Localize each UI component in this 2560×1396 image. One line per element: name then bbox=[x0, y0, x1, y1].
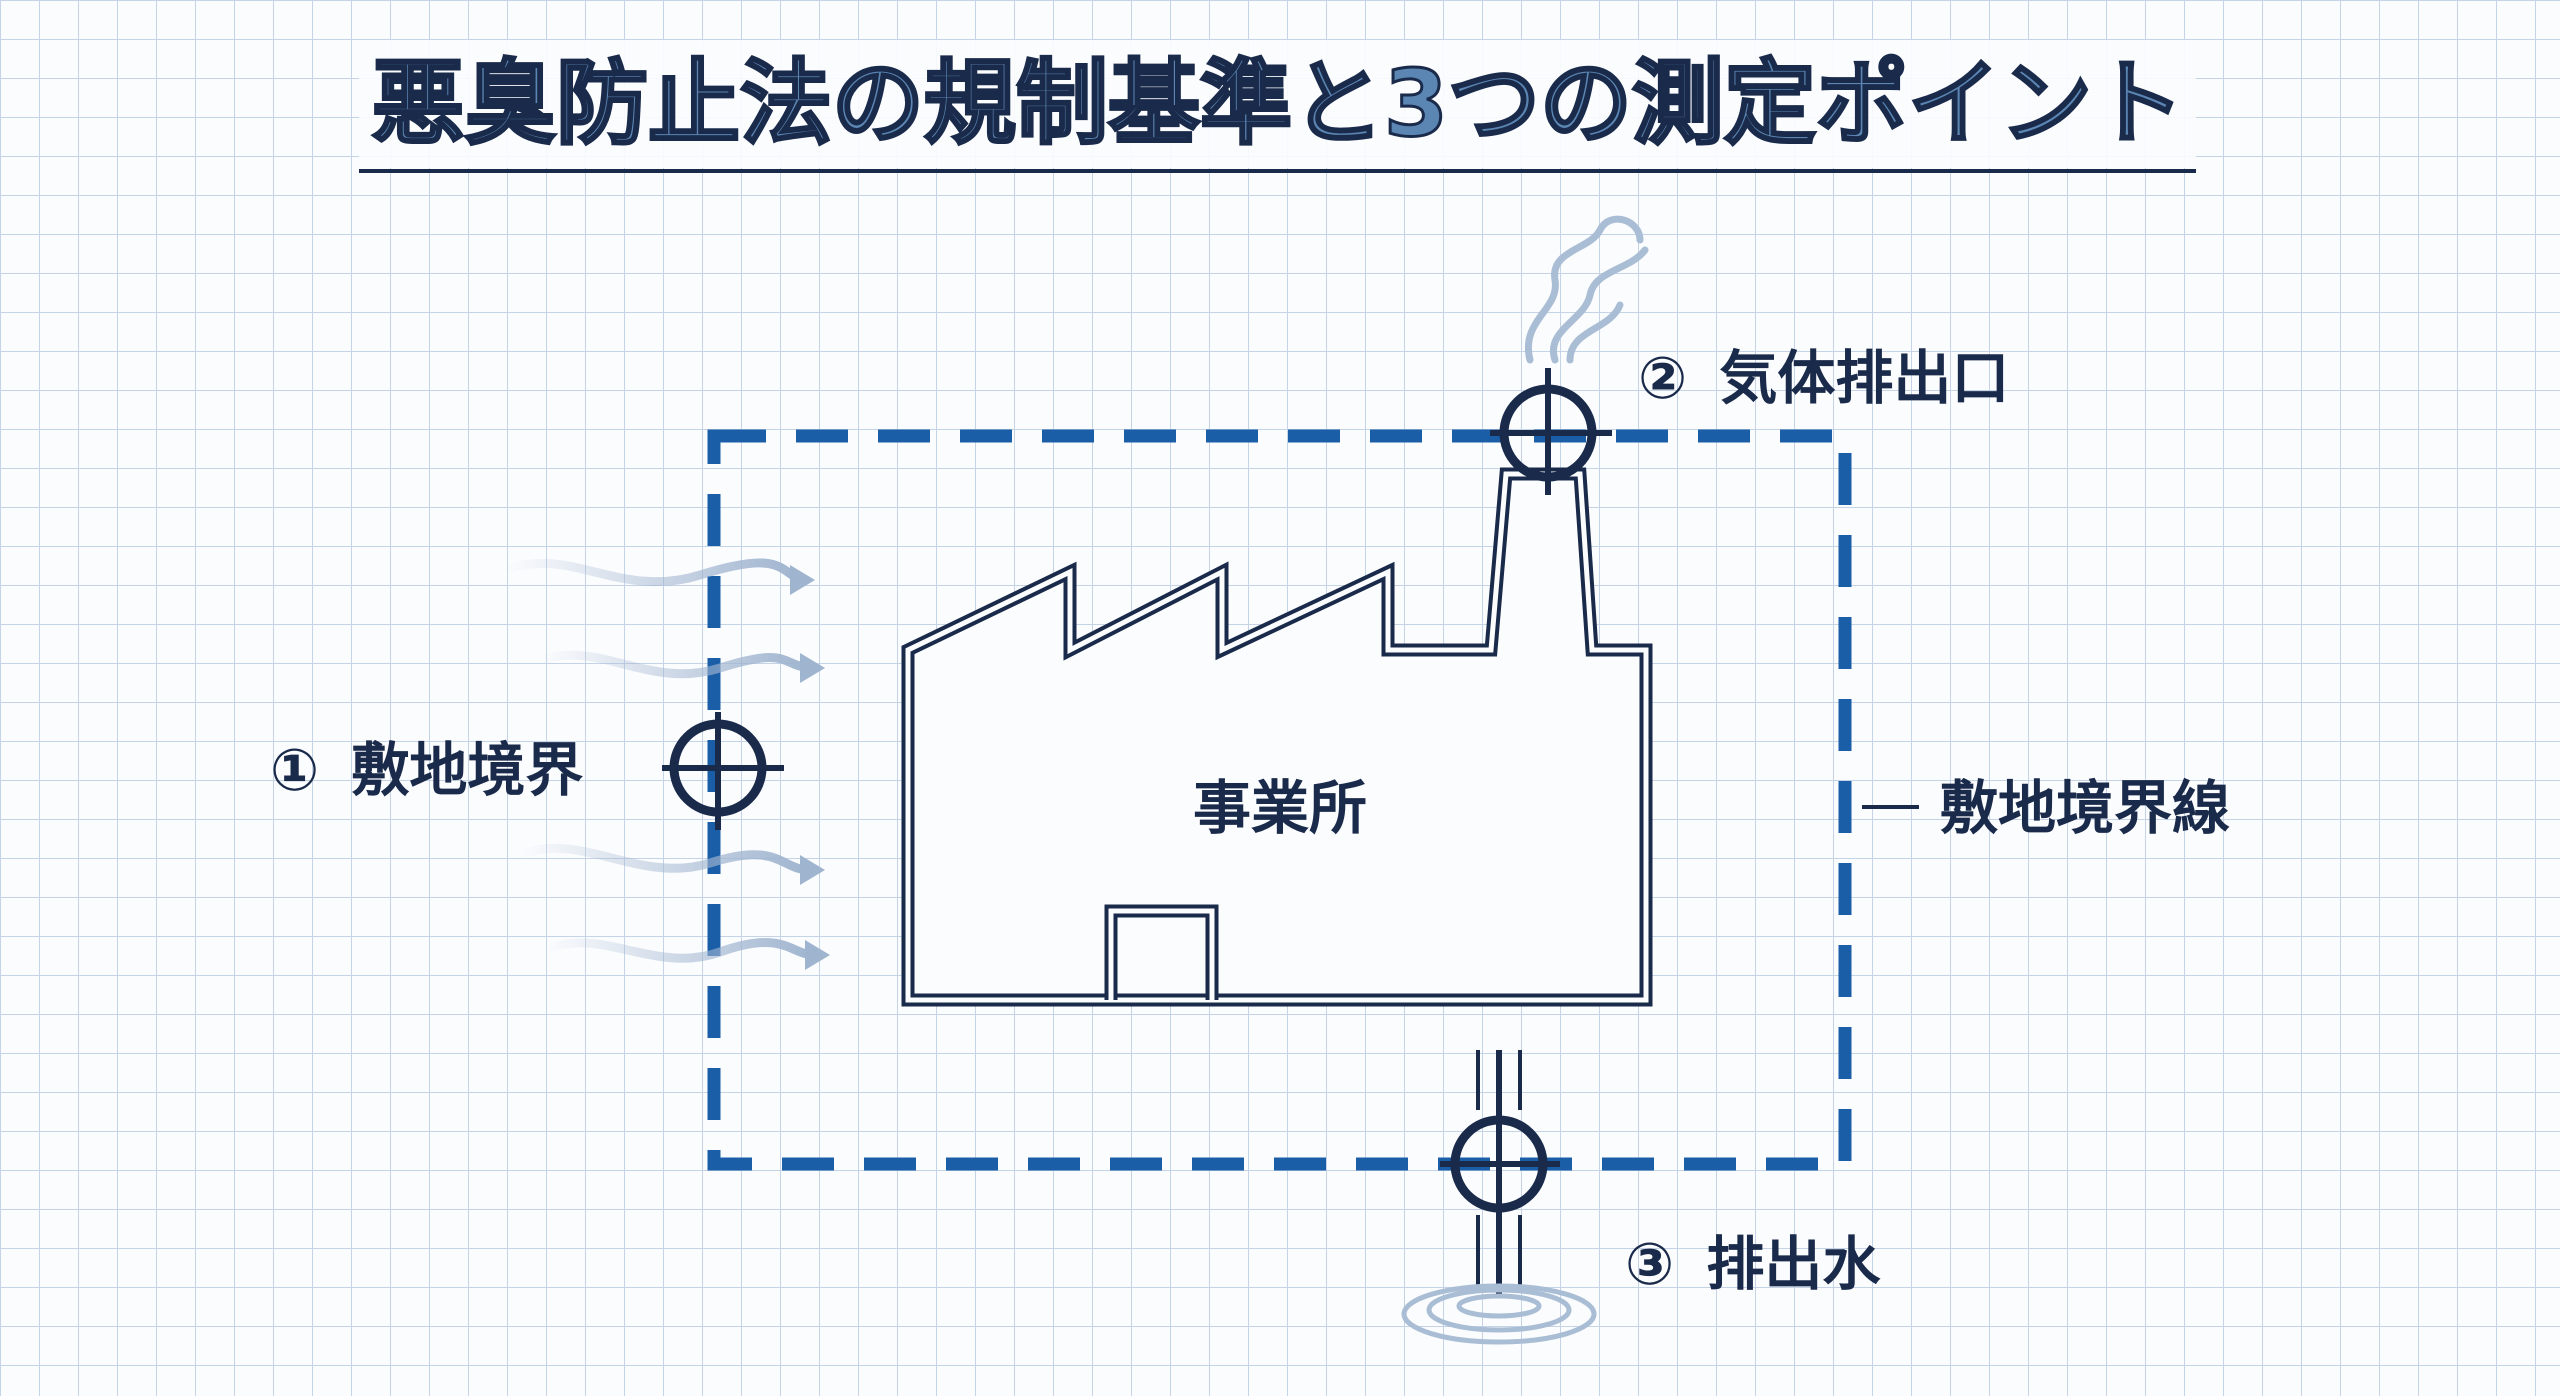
label-point-1: ① 敷地境界 bbox=[270, 736, 583, 804]
label-point-2: ② 気体排出口 bbox=[1638, 344, 2009, 412]
boundary-line-callout: 敷地境界線 bbox=[1862, 774, 2230, 842]
wind-arrow bbox=[515, 843, 815, 875]
wind-arrow bbox=[535, 650, 815, 679]
svg-text:③ 排出水: ③ 排出水 bbox=[1625, 1230, 1881, 1298]
facility-label: 事業所 bbox=[1193, 774, 1367, 842]
label-point-3: ③ 排出水 bbox=[1625, 1230, 1881, 1298]
point-number: ① bbox=[270, 736, 319, 804]
point-label: 気体排出口 bbox=[1719, 344, 2009, 412]
point-label: 排出水 bbox=[1706, 1230, 1881, 1298]
wind-arrowheads bbox=[790, 565, 830, 970]
point-number: ② bbox=[1638, 344, 1687, 412]
wind-arrow bbox=[500, 558, 805, 587]
factory-building: 事業所 bbox=[901, 467, 1653, 1007]
wind-arrows bbox=[500, 558, 820, 963]
measurement-point-2 bbox=[1490, 368, 1612, 495]
smoke-icon bbox=[1524, 215, 1649, 364]
svg-text:① 敷地境界: ① 敷地境界 bbox=[270, 736, 583, 804]
site-boundary-line bbox=[707, 429, 1852, 1171]
title-block: 悪臭防止法の規制基準と3つの測定ポイント bbox=[359, 40, 2196, 173]
measurement-point-1 bbox=[662, 712, 784, 830]
boundary-line-label: 敷地境界線 bbox=[1940, 774, 2230, 842]
water-ripple-icon bbox=[1401, 1283, 1597, 1345]
wind-arrow bbox=[540, 938, 820, 963]
point-label: 敷地境界 bbox=[351, 736, 583, 804]
measurement-point-3 bbox=[1440, 1050, 1560, 1295]
point-number: ③ bbox=[1625, 1230, 1674, 1298]
page-title: 悪臭防止法の規制基準と3つの測定ポイント bbox=[372, 50, 2184, 157]
svg-text:② 気体排出口: ② 気体排出口 bbox=[1638, 344, 2009, 412]
